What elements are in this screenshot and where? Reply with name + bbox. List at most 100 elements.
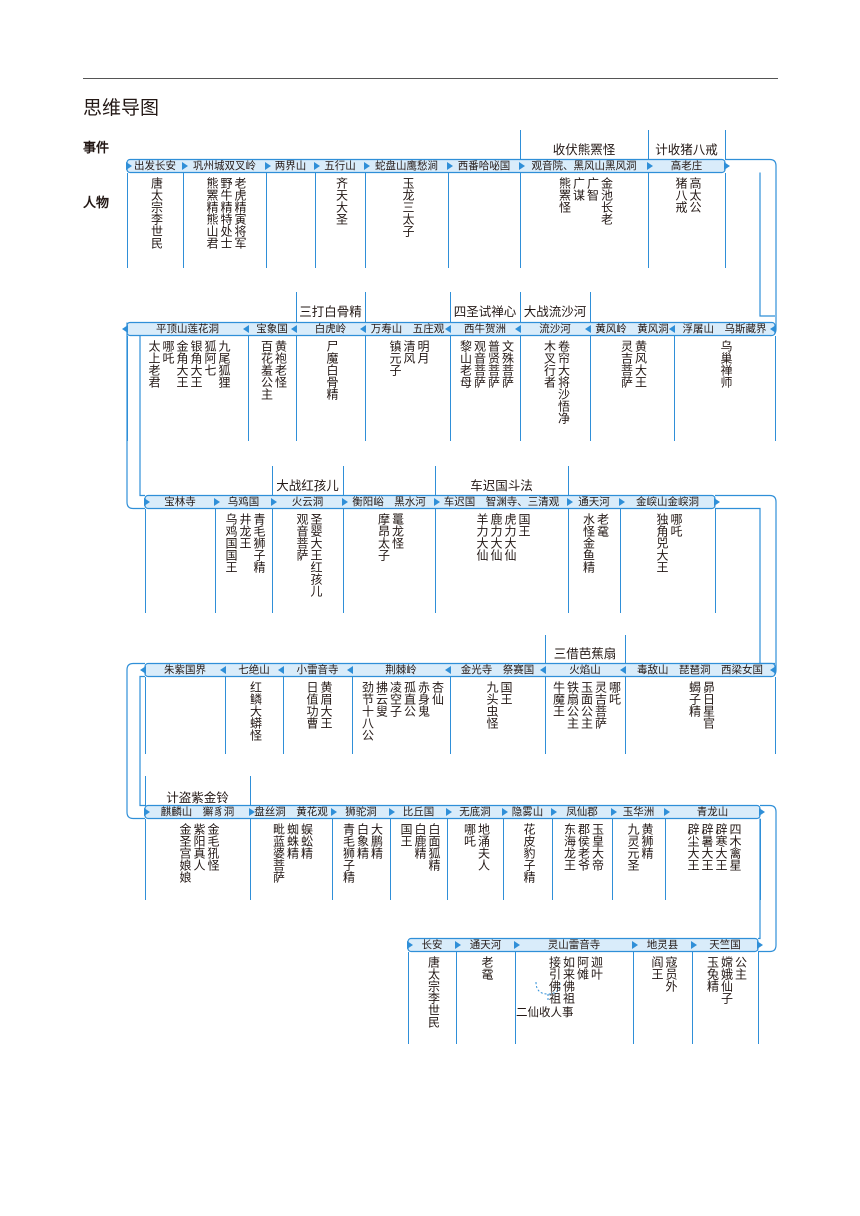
column-divider xyxy=(568,508,569,613)
place-label: 蛇盘山鹰愁涧 xyxy=(375,160,438,172)
direction-arrow xyxy=(291,325,297,333)
character-name: 日值功曹 xyxy=(305,681,319,729)
connector-2 xyxy=(126,322,145,510)
character-name: 牛魔王 xyxy=(551,681,566,717)
character-name: 广谋 xyxy=(571,177,586,201)
character-name: 普贤菩萨 xyxy=(486,340,501,388)
character-name: 蝎子精 xyxy=(687,681,702,717)
column-divider xyxy=(332,818,333,900)
character-name: 哪吒 xyxy=(462,823,477,847)
character-name: 鹿力大仙 xyxy=(489,513,503,561)
column-divider xyxy=(127,172,128,268)
column-divider xyxy=(648,172,649,268)
character-name: 熊罴精熊山君 xyxy=(205,177,219,249)
event-label: 收伏熊罴怪 xyxy=(552,142,616,157)
character-name: 灵吉菩萨 xyxy=(619,340,634,388)
character-name: 羊力大仙 xyxy=(475,513,489,561)
character-name: 郡侯老爷 xyxy=(576,823,591,871)
character-name: 黎山老母 xyxy=(458,340,473,388)
character-name: 白面狐精 xyxy=(427,823,441,871)
place-label: 观音院、黑风山黑风洞 xyxy=(531,160,637,172)
character-name: 公主 xyxy=(733,956,748,980)
direction-arrow xyxy=(314,162,320,170)
connector-5 xyxy=(758,804,777,953)
event-divider xyxy=(435,466,436,496)
event-divider xyxy=(450,292,451,323)
character-name: 哪吒 xyxy=(669,513,683,537)
event-divider xyxy=(520,292,521,323)
direction-arrow xyxy=(434,498,440,506)
direction-arrow xyxy=(220,666,226,674)
direction-arrow xyxy=(144,808,150,816)
event-divider xyxy=(725,130,726,160)
place-label: 灵山雷音寺 xyxy=(547,939,601,951)
character-name: 老鼋 xyxy=(595,513,610,537)
column-divider xyxy=(435,508,436,613)
column-divider xyxy=(365,335,366,441)
place-label: 五行山 xyxy=(324,160,356,172)
character-name: 银角大王 xyxy=(189,340,203,388)
place-label: 盘丝洞 黄花观 xyxy=(254,806,328,818)
character-name: 高太公 xyxy=(688,177,702,213)
event-label: 三打白骨精 xyxy=(299,304,362,319)
connector-2b xyxy=(139,335,145,497)
event-divider xyxy=(590,292,591,323)
direction-arrow xyxy=(664,808,670,816)
column-divider xyxy=(250,818,251,900)
note-bracket xyxy=(535,981,561,995)
direction-arrow xyxy=(140,666,146,674)
place-label: 巩州城双叉岭 xyxy=(193,160,256,172)
column-divider xyxy=(450,335,451,441)
place-label: 荆棘岭 xyxy=(385,664,417,676)
event-divider xyxy=(568,466,569,496)
character-name: 熊罴怪 xyxy=(557,177,572,213)
character-name: 白象精 xyxy=(355,823,370,859)
direction-arrow xyxy=(360,325,366,333)
place-label: 小雷音寺 xyxy=(296,664,339,676)
people-row-label: 人物 xyxy=(83,196,110,211)
connector-1b xyxy=(759,172,775,317)
character-name: 玉面公主 xyxy=(579,681,594,729)
column-divider xyxy=(625,676,626,754)
direction-arrow xyxy=(122,325,128,333)
event-divider xyxy=(250,776,251,806)
direction-arrow xyxy=(214,498,220,506)
column-divider xyxy=(612,818,613,900)
column-divider xyxy=(545,676,546,754)
event-label: 大战流沙河 xyxy=(523,304,587,319)
column-divider xyxy=(620,508,621,613)
character-name: 国王 xyxy=(399,823,413,847)
direction-arrow xyxy=(632,941,638,949)
place-label: 平顶山莲花洞 xyxy=(156,323,219,335)
place-label: 两界山 xyxy=(274,160,307,172)
place-label: 白虎岭 xyxy=(314,323,347,335)
event-divider xyxy=(145,776,146,806)
place-label: 地灵县 xyxy=(646,939,679,951)
direction-arrow xyxy=(445,666,451,674)
direction-arrow xyxy=(770,325,776,333)
character-name: 辟暑大王 xyxy=(700,823,714,871)
direction-arrow xyxy=(724,162,730,170)
direction-arrow xyxy=(342,498,348,506)
note-label: 二仙收人事 xyxy=(516,1005,574,1019)
place-label: 火焰山 xyxy=(569,664,601,676)
character-name: 九头虫怪 xyxy=(485,681,499,729)
connector-3b xyxy=(715,507,775,665)
column-divider xyxy=(692,951,693,1044)
column-divider xyxy=(145,676,146,754)
column-divider xyxy=(365,172,366,268)
character-name: 老虎精寅将军 xyxy=(233,177,247,249)
event-divider xyxy=(648,130,649,160)
character-name: 国王 xyxy=(517,513,531,537)
column-divider xyxy=(633,951,634,1044)
event-label: 计收猪八戒 xyxy=(655,142,718,157)
character-name: 木叉行者 xyxy=(542,340,557,388)
direction-arrow xyxy=(714,498,720,506)
direction-arrow xyxy=(271,498,277,506)
direction-arrow xyxy=(585,325,591,333)
character-name: 杏仙 xyxy=(430,681,445,705)
column-divider xyxy=(515,951,516,1044)
place-label: 通天河 xyxy=(469,939,502,951)
place-label: 西番哈咇国 xyxy=(457,160,511,172)
connector-1 xyxy=(725,158,777,337)
